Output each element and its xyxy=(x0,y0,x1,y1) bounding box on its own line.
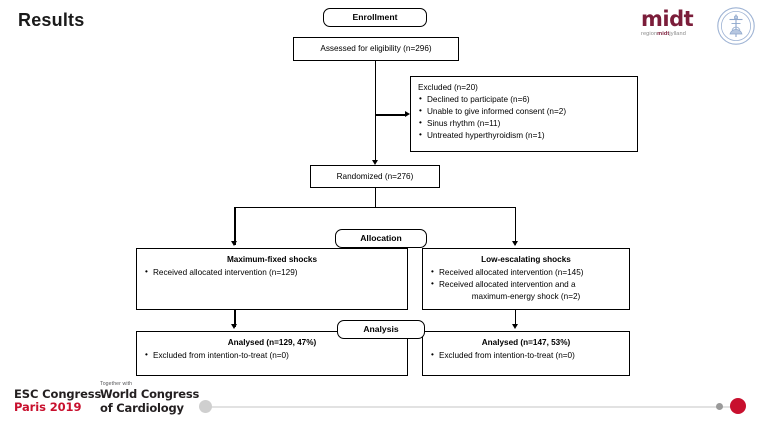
connector-alloc-right-to-analysis xyxy=(514,310,517,327)
node-analysis-left-head: Analysed (n=129, 47%) xyxy=(227,338,317,347)
list-item: Untreated hyperthyroidism (n=1) xyxy=(418,129,630,142)
midt-logo-wordmark: midt xyxy=(641,7,694,31)
world-congress-of-cardiology-logo: Together with World Congress of Cardiolo… xyxy=(100,381,199,415)
node-analysis-left-body: Analysed (n=129, 47%) Excluded from inte… xyxy=(137,332,407,366)
connector-alloc-left-to-analysis xyxy=(234,310,236,327)
node-excluded-head: Excluded (n=20) xyxy=(418,83,478,92)
progress-end-dot[interactable] xyxy=(730,398,746,414)
midt-logo: midt regionmidtjylland xyxy=(641,9,709,41)
node-allocation-right-body: Low-escalating shocks Received allocated… xyxy=(423,249,629,307)
connector-split-horizontal xyxy=(234,206,516,209)
connector-assessed-to-randomized xyxy=(374,61,377,163)
list-item: Unable to give informed consent (n=2) xyxy=(418,105,630,118)
connector-randomized-down xyxy=(374,188,377,208)
esc-congress-edition: Paris 2019 xyxy=(14,400,82,414)
node-analysis-left-bullets: Excluded from intention-to-treat (n=0) xyxy=(144,349,400,362)
node-analysis-right-body: Analysed (n=147, 53%) Excluded from inte… xyxy=(423,332,629,366)
list-item: Declined to participate (n=6) xyxy=(418,93,630,106)
aarhus-university-hospital-seal-icon xyxy=(716,6,756,46)
esc-congress-name: ESC Congress xyxy=(14,387,102,401)
arrow-to-analysis-left xyxy=(231,324,238,329)
arrow-to-alloc-left xyxy=(231,241,238,246)
node-allocation-low-escalating: Low-escalating shocks Received allocated… xyxy=(422,248,630,310)
node-excluded: Excluded (n=20) Declined to participate … xyxy=(410,76,638,152)
node-excluded-body: Excluded (n=20) Declined to participate … xyxy=(411,77,637,146)
node-analysis-right-head: Analysed (n=147, 53%) xyxy=(481,338,571,347)
wcc-kicker: Together with xyxy=(100,381,133,387)
stage-label-allocation-text: Allocation xyxy=(360,232,402,243)
stage-label-analysis-text: Analysis xyxy=(363,323,399,334)
node-allocation-left-head: Maximum-fixed shocks xyxy=(226,255,318,264)
stage-label-analysis: Analysis xyxy=(337,320,425,339)
connector-split-right xyxy=(514,206,517,245)
esc-congress-logo: ESC Congress Paris 2019 xyxy=(14,388,101,414)
midt-logo-subtext: regionmidtjylland xyxy=(641,31,686,37)
list-item: Received allocated intervention (n=145) xyxy=(430,266,622,279)
list-item: Received allocated intervention and a xyxy=(430,278,622,291)
stage-label-enrollment-text: Enrollment xyxy=(352,11,398,22)
node-analysis-right: Analysed (n=147, 53%) Excluded from inte… xyxy=(422,331,630,376)
list-item: Excluded from intention-to-treat (n=0) xyxy=(144,349,400,362)
progress-mid-dot[interactable] xyxy=(716,403,723,410)
node-randomized: Randomized (n=276) xyxy=(310,165,440,188)
stage-label-allocation: Allocation xyxy=(335,229,427,248)
wcc-name-line1: World Congress xyxy=(100,387,200,401)
wcc-name-line2: of Cardiology xyxy=(100,400,184,415)
node-assessed-for-eligibility: Assessed for eligibility (n=296) xyxy=(293,37,459,61)
node-randomized-text: Randomized (n=276) xyxy=(336,171,414,181)
page-title: Results xyxy=(18,10,85,30)
list-item: Excluded from intention-to-treat (n=0) xyxy=(430,349,622,362)
node-allocation-left-body: Maximum-fixed shocks Received allocated … xyxy=(137,249,407,283)
list-item: Received allocated intervention (n=129) xyxy=(144,266,400,279)
list-item: maximum-energy shock (n=2) xyxy=(471,291,581,301)
node-excluded-bullets: Declined to participate (n=6) Unable to … xyxy=(418,93,630,142)
node-allocation-right-head: Low-escalating shocks xyxy=(481,255,571,264)
arrow-to-analysis-right xyxy=(511,324,518,329)
progress-start-dot[interactable] xyxy=(199,400,212,413)
node-analysis-left: Analysed (n=129, 47%) Excluded from inte… xyxy=(136,331,408,376)
arrow-to-excluded xyxy=(405,111,410,118)
node-allocation-maximum-fixed: Maximum-fixed shocks Received allocated … xyxy=(136,248,408,310)
slide-progress-track[interactable] xyxy=(204,406,733,408)
node-allocation-left-bullets: Received allocated intervention (n=129) xyxy=(144,266,400,279)
arrow-to-randomized xyxy=(371,160,378,165)
connector-split-left xyxy=(234,206,236,245)
node-assessed-text: Assessed for eligibility (n=296) xyxy=(320,44,432,54)
connector-to-excluded xyxy=(374,114,406,116)
list-item: Sinus rhythm (n=11) xyxy=(418,117,630,130)
stage-label-enrollment: Enrollment xyxy=(323,8,427,27)
arrow-to-alloc-right xyxy=(511,241,518,246)
node-allocation-right-bullets: Received allocated intervention (n=145) … xyxy=(430,266,622,303)
node-analysis-right-bullets: Excluded from intention-to-treat (n=0) xyxy=(430,349,622,362)
